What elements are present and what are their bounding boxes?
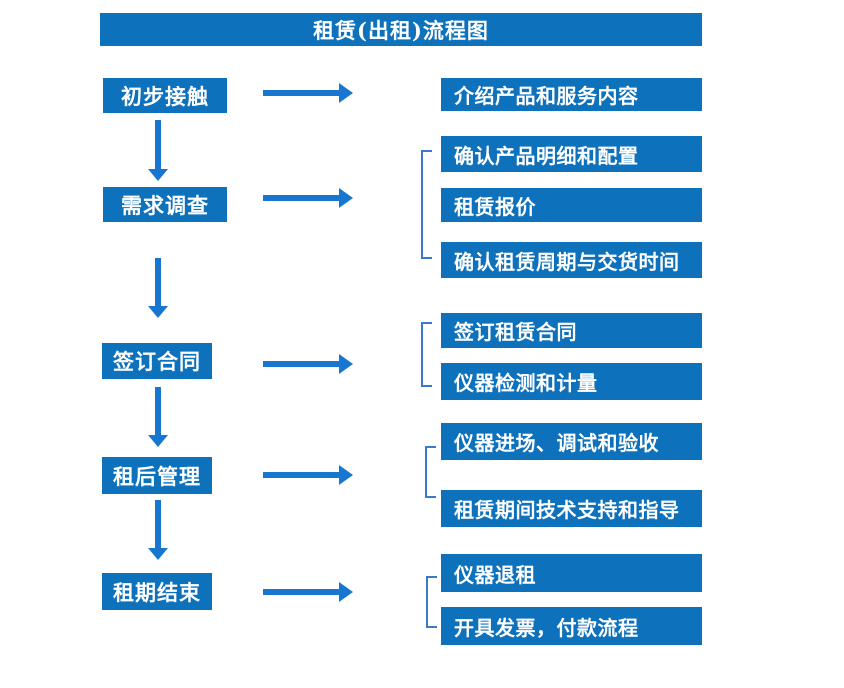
down-arrow-head [148, 169, 168, 181]
down-arrow-icon [148, 500, 168, 560]
page-title: 租赁(出租)流程图 [313, 17, 489, 43]
right-arrow-icon [263, 83, 353, 103]
down-arrow-shaft [155, 500, 161, 548]
step-box-initial-contact: 初步接触 [103, 78, 227, 113]
output-box-intro-products: 介绍产品和服务内容 [441, 78, 702, 111]
down-arrow-head [148, 548, 168, 560]
output-box-instrument-return: 仪器退租 [441, 554, 702, 592]
right-arrow-shaft [263, 589, 340, 595]
output-box-sign-rental-contract: 签订租赁合同 [441, 313, 702, 348]
step-box-lease-end: 租期结束 [102, 573, 212, 610]
right-arrow-head [339, 83, 353, 103]
step-box-demand-survey: 需求调查 [103, 187, 227, 222]
right-arrow-shaft [263, 195, 340, 201]
right-arrow-icon [263, 582, 353, 602]
step-box-sign-contract: 签订合同 [102, 343, 212, 379]
right-arrow-shaft [263, 472, 340, 478]
step-box-post-rental-management: 租后管理 [102, 457, 212, 494]
right-arrow-head [339, 582, 353, 602]
output-box-instrument-setup: 仪器进场、调试和验收 [441, 423, 702, 460]
down-arrow-icon [148, 387, 168, 447]
right-arrow-head [339, 465, 353, 485]
group-bracket-lease-end [426, 576, 437, 628]
group-bracket-demand-survey [421, 150, 432, 259]
down-arrow-icon [148, 258, 168, 318]
down-arrow-icon [148, 120, 168, 181]
title-bar: 租赁(出租)流程图 [100, 13, 702, 46]
right-arrow-shaft [263, 90, 340, 96]
right-arrow-icon [263, 465, 353, 485]
right-arrow-head [339, 188, 353, 208]
down-arrow-shaft [155, 258, 161, 306]
group-bracket-sign-contract [421, 322, 432, 387]
right-arrow-shaft [263, 361, 340, 367]
down-arrow-head [148, 435, 168, 447]
output-box-invoice-payment: 开具发票，付款流程 [441, 607, 702, 645]
down-arrow-shaft [155, 120, 161, 169]
output-box-tech-support: 租赁期间技术支持和指导 [441, 490, 702, 527]
output-box-confirm-details: 确认产品明细和配置 [441, 136, 702, 172]
output-box-confirm-period: 确认租赁周期与交货时间 [441, 242, 702, 278]
right-arrow-head [339, 354, 353, 374]
right-arrow-icon [263, 188, 353, 208]
right-arrow-icon [263, 354, 353, 374]
group-bracket-post-rental [425, 446, 436, 498]
down-arrow-head [148, 306, 168, 318]
output-box-instrument-testing: 仪器检测和计量 [441, 363, 702, 400]
down-arrow-shaft [155, 387, 161, 435]
output-box-rental-quote: 租赁报价 [441, 188, 702, 222]
